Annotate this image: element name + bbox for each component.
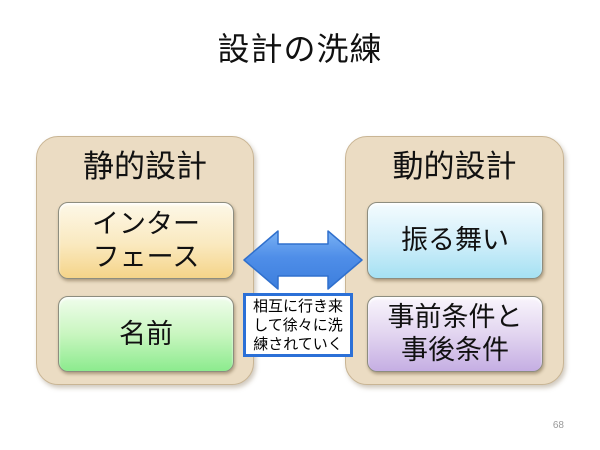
behavior-box: 振る舞い: [367, 202, 543, 279]
static-design-panel: 静的設計 インター フェース 名前: [36, 136, 254, 385]
double-headed-arrow-icon: [243, 230, 363, 290]
behavior-box-label: 振る舞い: [401, 225, 509, 255]
interface-box-label: インター フェース: [92, 208, 200, 272]
dynamic-design-header: 動的設計: [392, 149, 517, 184]
condition-box: 事前条件と 事後条件: [367, 296, 543, 372]
connector-label: 相互に行き来 して徐々に洗 練されていく: [243, 293, 353, 357]
name-box: 名前: [58, 296, 234, 372]
condition-box-label: 事前条件と 事後条件: [387, 302, 523, 365]
page-number: 68: [552, 420, 564, 431]
interface-box: インター フェース: [58, 202, 234, 279]
slide-title: 設計の洗練: [217, 31, 383, 67]
dynamic-design-panel: 動的設計 振る舞い 事前条件と 事後条件: [345, 136, 564, 385]
name-box-label: 名前: [119, 318, 173, 349]
static-design-header: 静的設計: [83, 149, 207, 184]
connector-label-text: 相互に行き来 して徐々に洗 練されていく: [252, 297, 343, 353]
